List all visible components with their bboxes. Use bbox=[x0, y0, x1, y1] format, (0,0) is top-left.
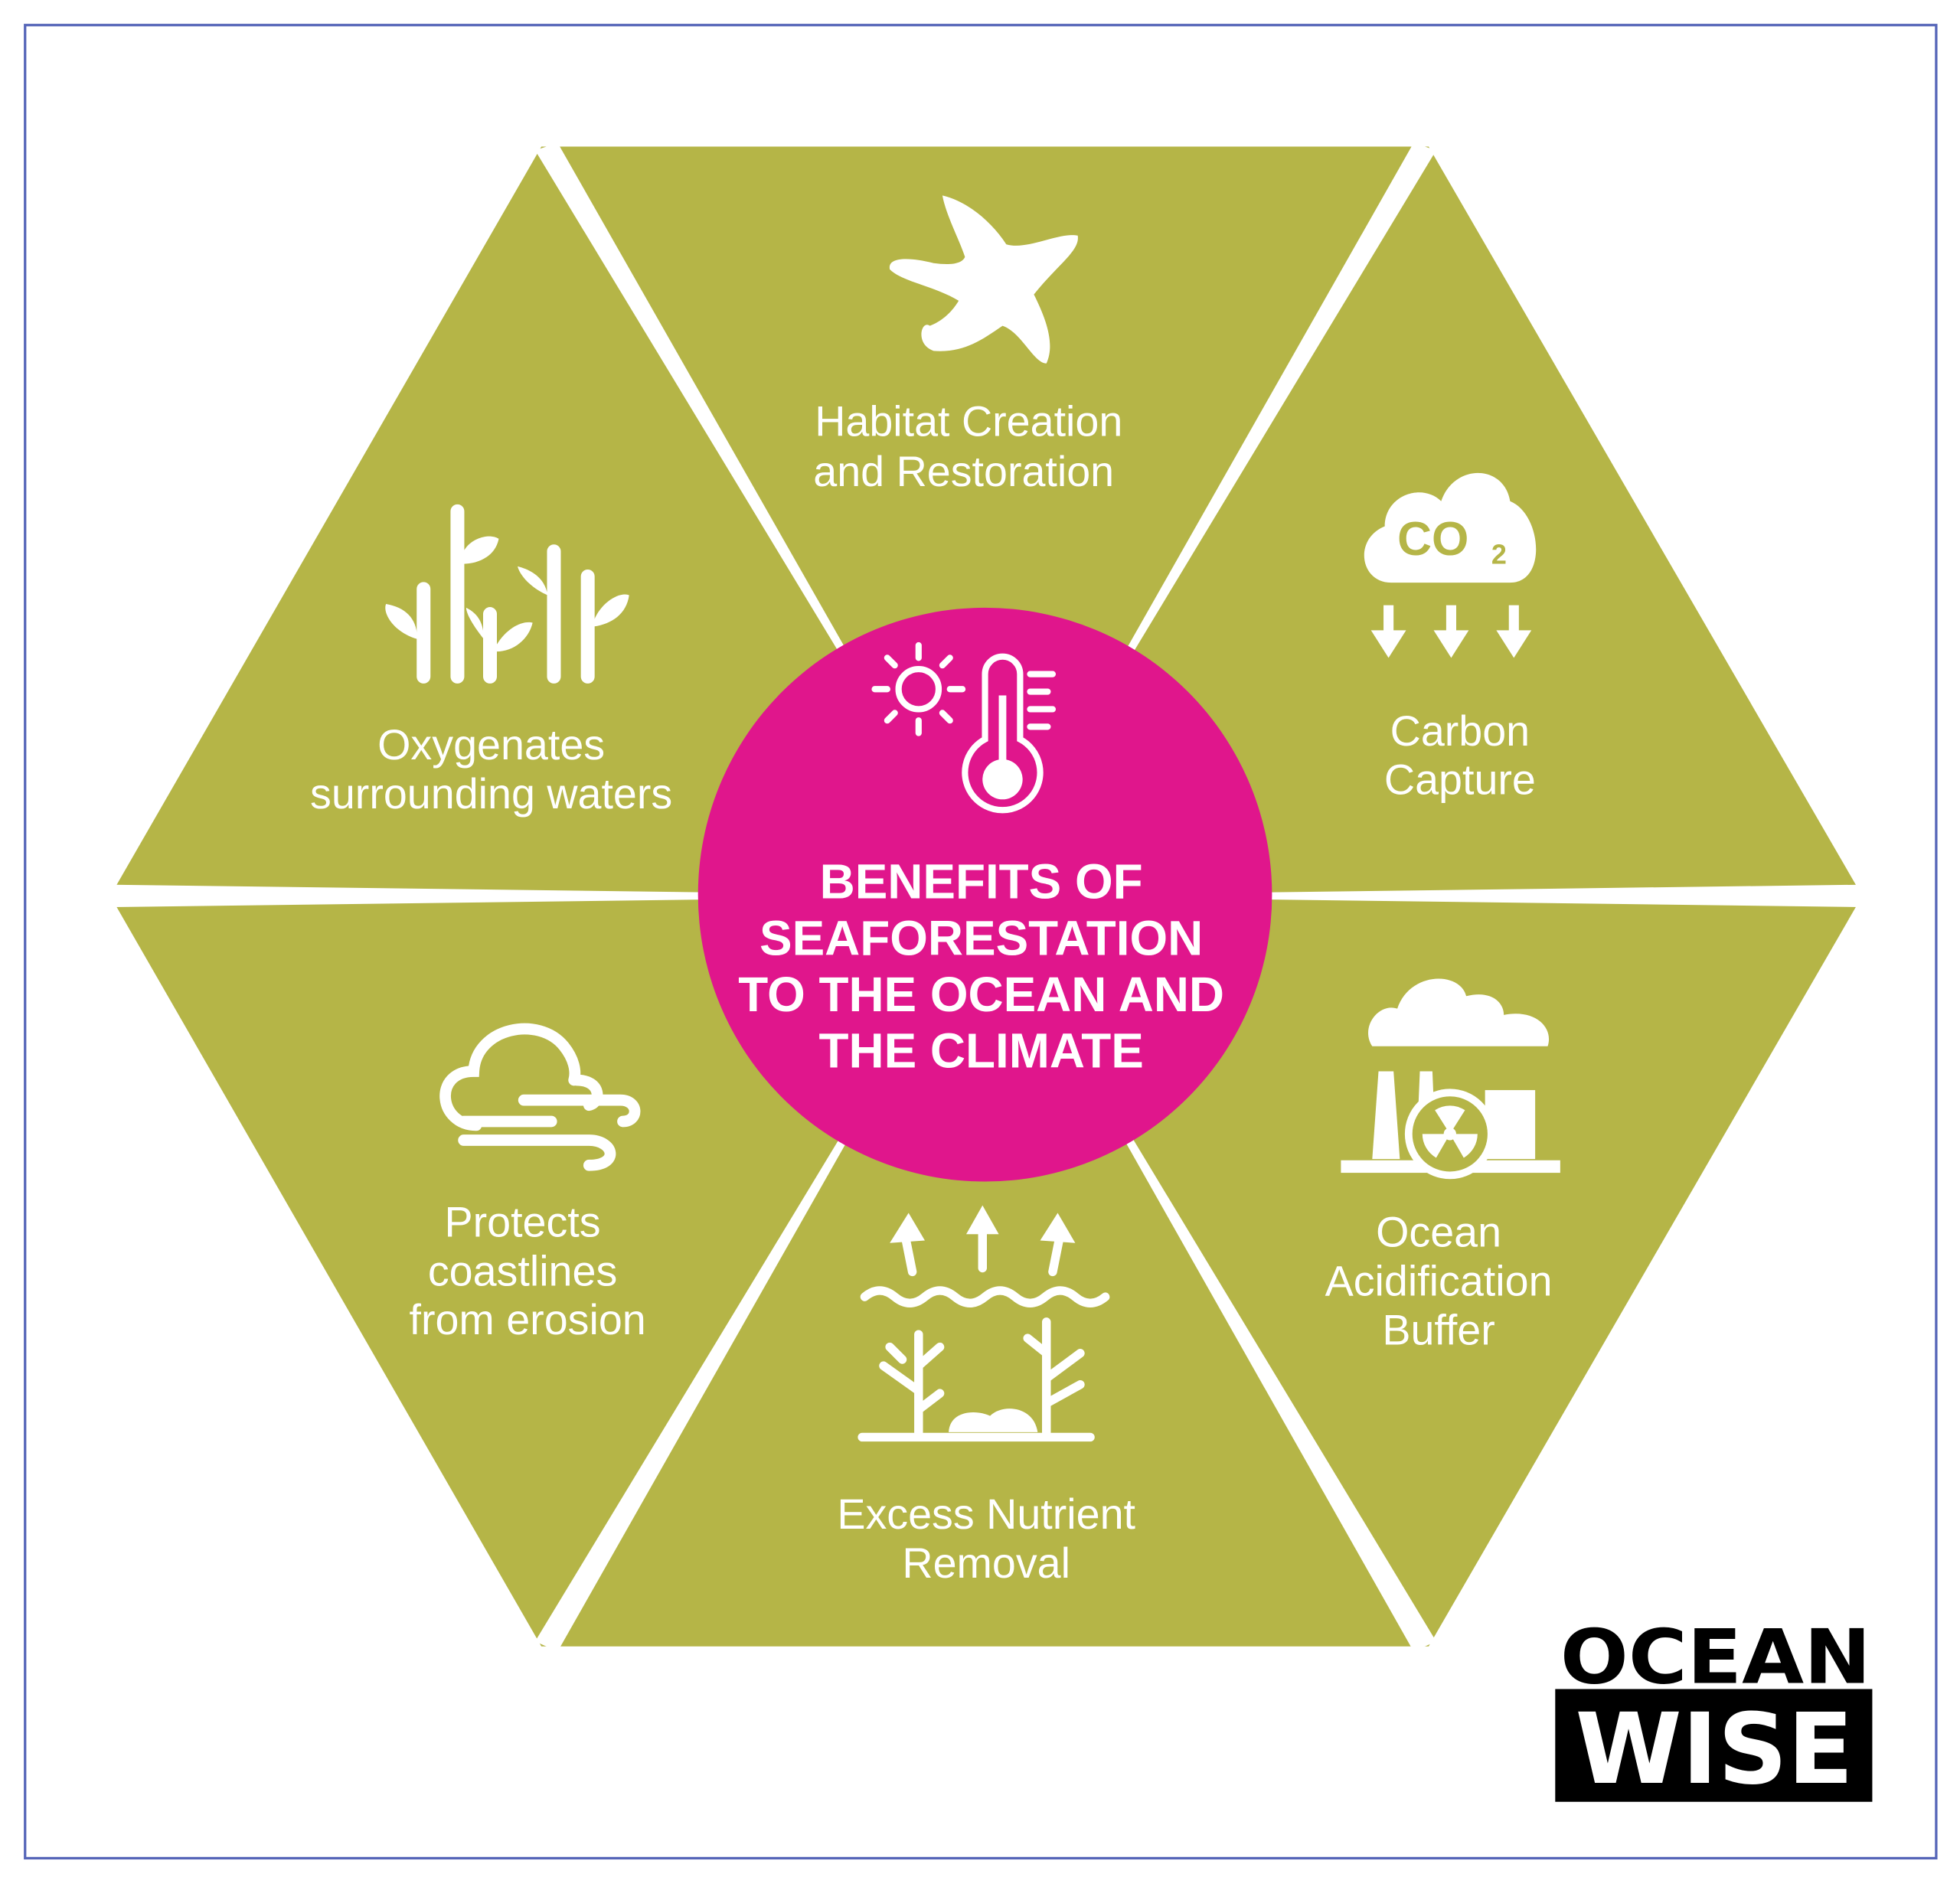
segment-label: surrounding waters bbox=[310, 770, 672, 818]
ocean-wise-logo: OCEAN WISE bbox=[1555, 1614, 1873, 1807]
segment-label: Removal bbox=[902, 1539, 1070, 1587]
segment-label: Excess Nutrient bbox=[837, 1490, 1135, 1538]
thermometer-sun-icon bbox=[871, 641, 1057, 814]
co2-text: CO bbox=[1397, 513, 1468, 566]
segment-label: Capture bbox=[1384, 756, 1536, 804]
cloud-wind-icon bbox=[439, 1023, 641, 1171]
logo-ocean: OCEAN bbox=[1560, 1614, 1871, 1701]
center-title-line: BENEFITS OF bbox=[820, 854, 1143, 909]
factory-icon bbox=[1341, 978, 1560, 1180]
kelp-icon bbox=[385, 504, 629, 684]
segment-label: Carbon bbox=[1390, 707, 1530, 755]
center-title-line: THE CLIMATE bbox=[818, 1023, 1143, 1079]
co2-cloud-icon: CO 2 bbox=[1364, 472, 1537, 658]
segment-label: and Restoration bbox=[813, 448, 1114, 495]
segment-label: Buffer bbox=[1382, 1306, 1494, 1353]
segment-label: Ocean bbox=[1376, 1209, 1501, 1256]
segment-label: coastlines bbox=[428, 1247, 617, 1294]
center-title-line: TO THE OCEAN AND bbox=[738, 967, 1224, 1022]
co2-subscript: 2 bbox=[1491, 539, 1507, 570]
segment-label: from erosion bbox=[409, 1296, 645, 1343]
segment-label: Acidification bbox=[1325, 1257, 1553, 1304]
center-title-line: SEAFORESTATION bbox=[760, 910, 1203, 965]
segment-label: Habitat Creation bbox=[815, 398, 1122, 446]
logo-wise: WISE bbox=[1575, 1693, 1853, 1807]
segment-label: Protects bbox=[445, 1199, 601, 1246]
starfish-icon bbox=[889, 195, 1078, 364]
segment-label: Oxygenates bbox=[377, 721, 605, 769]
